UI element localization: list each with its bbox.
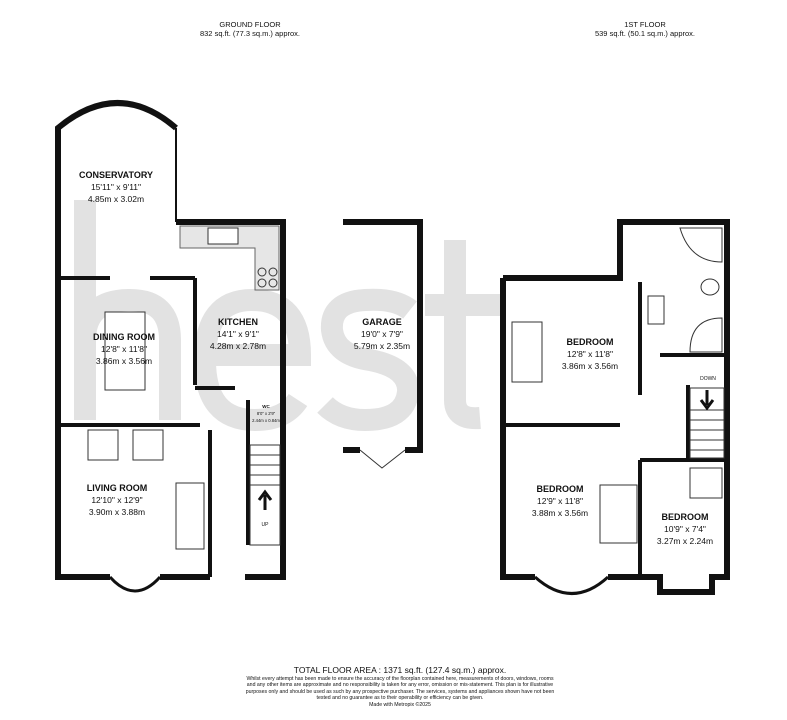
disclaimer: Whilst every attempt has been made to en… <box>245 676 555 702</box>
first-floor-area: 539 sq.ft. (50.1 sq.m.) approx. <box>594 29 696 38</box>
bed-icon <box>689 467 723 499</box>
toilet-icon <box>700 278 720 296</box>
svg-text:DINING ROOM: DINING ROOM <box>93 332 155 342</box>
sink-icon <box>207 227 239 245</box>
stairs-down-arrow-icon <box>699 390 715 411</box>
garage-door-icon <box>359 449 406 469</box>
svg-text:8'0" x 2'9": 8'0" x 2'9" <box>257 411 276 416</box>
room-label-bedroom-2: BEDROOM 12'9" x 11'8" 3.88m x 3.56m <box>532 484 588 518</box>
conservatory-walls <box>55 100 178 278</box>
room-label-conservatory: CONSERVATORY 15'11" x 9'11" 4.85m x 3.02… <box>79 170 153 204</box>
first-floor-header: 1ST FLOOR 539 sq.ft. (50.1 sq.m.) approx… <box>545 20 745 38</box>
svg-text:2.44m x 0.84m: 2.44m x 0.84m <box>252 418 280 423</box>
svg-text:19'0" x 7'9": 19'0" x 7'9" <box>361 329 403 339</box>
stairs-up-arrow-icon <box>257 489 273 510</box>
svg-text:BEDROOM: BEDROOM <box>662 512 709 522</box>
svg-text:5.79m x 2.35m: 5.79m x 2.35m <box>354 341 410 351</box>
room-label-bedroom-1: BEDROOM 12'8" x 11'8" 3.86m x 3.56m <box>562 337 618 371</box>
left-wall <box>55 278 110 580</box>
svg-text:14'1" x 9'1": 14'1" x 9'1" <box>217 329 259 339</box>
svg-text:12'8" x 11'8": 12'8" x 11'8" <box>567 349 613 359</box>
watermark-logo <box>74 200 500 432</box>
svg-text:3.88m x 3.56m: 3.88m x 3.56m <box>532 508 588 518</box>
sofa-icon <box>175 482 205 550</box>
room-label-garage: GARAGE 19'0" x 7'9" 5.79m x 2.35m <box>354 317 410 351</box>
armchair-icon <box>132 429 164 461</box>
bed-icon <box>511 321 543 383</box>
kitchen-worktop <box>179 225 280 291</box>
svg-text:KITCHEN: KITCHEN <box>218 317 258 327</box>
svg-text:12'9" x 11'8": 12'9" x 11'8" <box>537 496 583 506</box>
room-label-wc: WC 8'0" x 2'9" 2.44m x 0.84m <box>252 404 280 423</box>
first-floor-walls <box>500 219 730 595</box>
svg-text:BEDROOM: BEDROOM <box>567 337 614 347</box>
ground-floor-title: GROUND FLOOR <box>219 20 281 29</box>
room-label-bedroom-3: BEDROOM 10'9" x 7'4" 3.27m x 2.24m <box>657 512 713 546</box>
total-floor-area: TOTAL FLOOR AREA : 1371 sq.ft. (127.4 sq… <box>293 665 507 675</box>
svg-text:4.85m x 3.02m: 4.85m x 3.02m <box>88 194 144 204</box>
room-label-kitchen: KITCHEN 14'1" x 9'1" 4.28m x 2.78m <box>210 317 266 351</box>
room-label-dining: DINING ROOM 12'8" x 11'8" 3.86m x 3.56m <box>93 332 155 366</box>
bed-icon <box>599 484 638 544</box>
ground-floor-walls <box>55 100 286 593</box>
svg-text:3.90m x 3.88m: 3.90m x 3.88m <box>89 507 145 517</box>
svg-text:GARAGE: GARAGE <box>362 317 402 327</box>
svg-text:4.28m x 2.78m: 4.28m x 2.78m <box>210 341 266 351</box>
shower-icon <box>689 317 723 353</box>
svg-text:12'8" x 11'8": 12'8" x 11'8" <box>101 344 147 354</box>
svg-text:10'9" x 7'4": 10'9" x 7'4" <box>664 524 706 534</box>
first-floor-title: 1ST FLOOR <box>624 20 666 29</box>
footer: TOTAL FLOOR AREA : 1371 sq.ft. (127.4 sq… <box>245 664 555 708</box>
svg-text:BEDROOM: BEDROOM <box>537 484 584 494</box>
svg-text:WC: WC <box>262 404 270 409</box>
svg-text:CONSERVATORY: CONSERVATORY <box>79 170 153 180</box>
ground-floor-header: GROUND FLOOR 832 sq.ft. (77.3 sq.m.) app… <box>150 20 350 38</box>
hob-icon <box>257 267 278 288</box>
bath-icon <box>679 227 723 263</box>
room-label-living: LIVING ROOM 12'10" x 12'9" 3.90m x 3.88m <box>87 483 148 517</box>
stairs-up-label: UP <box>262 522 270 528</box>
dining-table-icon <box>104 311 146 391</box>
basin-icon <box>647 295 665 325</box>
svg-text:3.86m x 3.56m: 3.86m x 3.56m <box>562 361 618 371</box>
svg-text:3.86m x 3.56m: 3.86m x 3.56m <box>96 356 152 366</box>
ground-floor-area: 832 sq.ft. (77.3 sq.m.) approx. <box>199 29 301 38</box>
svg-text:LIVING ROOM: LIVING ROOM <box>87 483 148 493</box>
stairs-down-label: DOWN <box>700 376 716 382</box>
svg-text:15'11" x 9'11": 15'11" x 9'11" <box>91 182 141 192</box>
svg-text:12'10" x 12'9": 12'10" x 12'9" <box>91 495 142 505</box>
svg-text:3.27m x 2.24m: 3.27m x 2.24m <box>657 536 713 546</box>
garage-walls <box>343 219 423 453</box>
credit: Made with Metropix ©2025 <box>369 701 431 708</box>
bathroom-fixtures <box>647 227 723 353</box>
armchair-icon <box>87 429 119 461</box>
